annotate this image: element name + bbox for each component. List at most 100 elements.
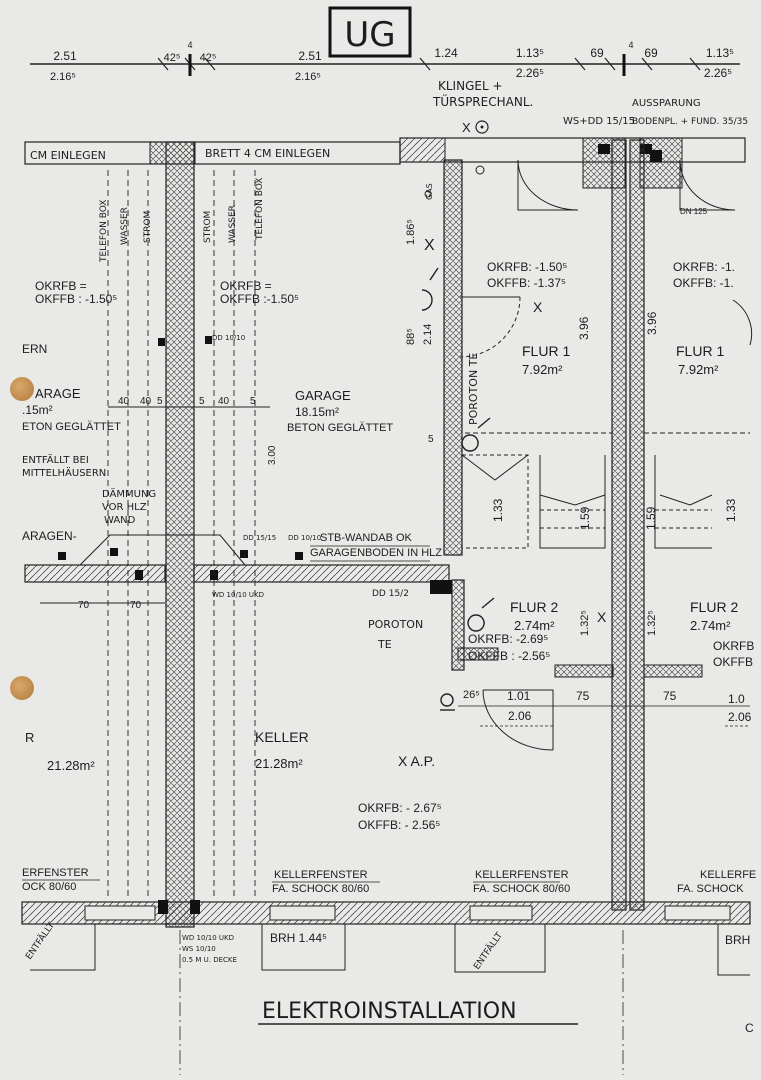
svg-text:ERFENSTER: ERFENSTER xyxy=(22,867,89,879)
svg-text:FLUR 1: FLUR 1 xyxy=(676,343,724,359)
svg-text:X A.P.: X A.P. xyxy=(398,753,435,769)
svg-text:POROTON TE: POROTON TE xyxy=(467,353,480,425)
svg-text:ETON GEGLÄTTET: ETON GEGLÄTTET xyxy=(22,421,121,433)
svg-text:5: 5 xyxy=(428,434,434,445)
svg-text:TELEFON BOX: TELEFON BOX xyxy=(255,178,265,241)
corridor-labels: GAS 1.86⁵ X 88⁵ 2.14 X OKRFB: -1.50⁵ OKF… xyxy=(368,165,754,727)
garage-ramp xyxy=(79,534,246,566)
svg-text:1.24: 1.24 xyxy=(434,46,458,60)
svg-text:OKRFB: -1.: OKRFB: -1. xyxy=(673,260,735,274)
svg-text:OKRFB: OKRFB xyxy=(713,639,754,653)
svg-text:2.74m²: 2.74m² xyxy=(514,618,555,633)
door-arcs xyxy=(459,159,753,751)
svg-text:1.32⁵: 1.32⁵ xyxy=(579,610,591,636)
svg-text:1.13⁵: 1.13⁵ xyxy=(516,46,544,60)
svg-text:4: 4 xyxy=(628,40,633,50)
title-box: UG xyxy=(328,6,412,58)
svg-text:ERN: ERN xyxy=(22,342,47,356)
svg-text:2.16⁵: 2.16⁵ xyxy=(295,71,321,83)
svg-text:TE: TE xyxy=(377,638,392,651)
title-ug: UG xyxy=(344,15,395,55)
svg-text:C: C xyxy=(745,1021,754,1035)
svg-text:FA. SCHOCK 80/60: FA. SCHOCK 80/60 xyxy=(272,883,369,895)
svg-text:1.86⁵: 1.86⁵ xyxy=(405,219,417,245)
svg-text:STROM: STROM xyxy=(203,211,213,243)
staircases xyxy=(461,454,713,678)
svg-text:DÄMMUNG: DÄMMUNG xyxy=(102,487,156,500)
svg-text:OKFFB :-1.50⁵: OKFFB :-1.50⁵ xyxy=(220,292,299,306)
svg-text:WD 10/10 UKD: WD 10/10 UKD xyxy=(182,934,234,942)
svg-text:KLINGEL +: KLINGEL + xyxy=(438,79,503,93)
svg-text:88⁵: 88⁵ xyxy=(405,328,417,345)
svg-text:40: 40 xyxy=(118,396,130,407)
svg-text:BRH: BRH xyxy=(725,933,750,947)
corridor-wall xyxy=(443,159,463,556)
svg-text:2.51: 2.51 xyxy=(298,49,322,63)
svg-text:18.15m²: 18.15m² xyxy=(295,405,339,419)
svg-text:69: 69 xyxy=(590,46,604,60)
svg-text:BETON GEGLÄTTET: BETON GEGLÄTTET xyxy=(287,422,393,434)
left-garage-labels: OKRFB = OKFFB : -1.50⁵ OKRFB = OKFFB :-1… xyxy=(22,279,442,611)
svg-text:WS 10/10: WS 10/10 xyxy=(182,945,216,953)
svg-text:FLUR 2: FLUR 2 xyxy=(690,599,738,615)
svg-text:X: X xyxy=(533,299,543,315)
svg-text:BODENPL. + FUND. 35/35: BODENPL. + FUND. 35/35 xyxy=(632,117,748,127)
svg-text:WAND: WAND xyxy=(104,515,136,526)
svg-text:VOR HLZ: VOR HLZ xyxy=(102,502,147,513)
party-wall-right-b xyxy=(629,139,645,911)
svg-text:ENTFÄLLT BEI: ENTFÄLLT BEI xyxy=(22,453,89,466)
svg-text:42⁵: 42⁵ xyxy=(200,52,217,64)
svg-text:2.06: 2.06 xyxy=(728,710,752,724)
svg-text:40: 40 xyxy=(140,396,152,407)
svg-text:2.14: 2.14 xyxy=(422,324,434,345)
punch-hole-bottom xyxy=(10,676,34,700)
svg-text:WD 10/10 UKD: WD 10/10 UKD xyxy=(212,591,264,599)
service-labels: TELEFON BOX WASSER STROM STROM WASSER TE… xyxy=(99,178,265,263)
svg-text:21.28m²: 21.28m² xyxy=(255,756,303,771)
svg-text:21.28m²: 21.28m² xyxy=(47,758,95,773)
svg-text:OKRFB =: OKRFB = xyxy=(35,279,87,293)
svg-text:1.59: 1.59 xyxy=(578,506,592,530)
bell-symbol: X xyxy=(462,120,471,135)
svg-text:TÜRSPRECHANL.: TÜRSPRECHANL. xyxy=(432,93,533,109)
svg-text:ENTFÄLLT: ENTFÄLLT xyxy=(23,920,57,962)
svg-text:ENTFÄLLT: ENTFÄLLT xyxy=(471,930,505,972)
svg-text:40: 40 xyxy=(218,396,230,407)
svg-text:OKRFB: - 2.67⁵: OKRFB: - 2.67⁵ xyxy=(358,801,442,815)
svg-text:CM EINLEGEN: CM EINLEGEN xyxy=(30,149,106,162)
svg-text:3.96: 3.96 xyxy=(577,316,591,340)
svg-text:OKFFB : -2.56⁵: OKFFB : -2.56⁵ xyxy=(468,649,550,663)
drawing-title: ELEKTROINSTALLATION C xyxy=(258,999,754,1035)
svg-text:75: 75 xyxy=(576,689,590,703)
svg-text:GARAGENBODEN IN HLZ: GARAGENBODEN IN HLZ xyxy=(310,547,442,559)
svg-text:BRETT 4 CM EINLEGEN: BRETT 4 CM EINLEGEN xyxy=(205,147,330,160)
svg-text:1.13⁵: 1.13⁵ xyxy=(706,46,734,60)
svg-text:5: 5 xyxy=(157,396,163,407)
svg-text:1.33: 1.33 xyxy=(491,498,505,522)
svg-text:1.59: 1.59 xyxy=(644,506,658,530)
svg-text:1.0: 1.0 xyxy=(728,692,745,706)
axis-lines xyxy=(179,930,624,1075)
svg-text:KELLERFENSTER: KELLERFENSTER xyxy=(475,869,569,881)
svg-text:0.5 M U. DECKE: 0.5 M U. DECKE xyxy=(182,956,237,964)
svg-text:FLUR 1: FLUR 1 xyxy=(522,343,570,359)
svg-text:FLUR 2: FLUR 2 xyxy=(510,599,558,615)
svg-text:FA. SCHOCK 80/60: FA. SCHOCK 80/60 xyxy=(473,883,570,895)
svg-text:ARAGE: ARAGE xyxy=(35,386,81,401)
svg-text:X: X xyxy=(424,237,435,254)
service-lines xyxy=(107,170,256,900)
garage-slab: DD 15/2 xyxy=(24,564,452,599)
svg-text:WS+DD 15/15: WS+DD 15/15 xyxy=(563,116,635,127)
svg-text:OKRFB: -2.69⁵: OKRFB: -2.69⁵ xyxy=(468,632,548,646)
svg-text:STROM: STROM xyxy=(143,211,153,243)
svg-text:26⁵: 26⁵ xyxy=(463,689,480,701)
svg-text:WASSER: WASSER xyxy=(120,207,130,245)
svg-text:KELLERFENSTER: KELLERFENSTER xyxy=(274,869,368,881)
svg-text:POROTON: POROTON xyxy=(368,618,423,631)
svg-text:OKFFB: OKFFB xyxy=(713,655,753,669)
svg-text:.15m²: .15m² xyxy=(22,403,53,417)
svg-text:ARAGEN-: ARAGEN- xyxy=(22,529,77,543)
keller-labels: R 21.28m² KELLER 21.28m² X A.P. OKRFB: -… xyxy=(22,729,756,972)
